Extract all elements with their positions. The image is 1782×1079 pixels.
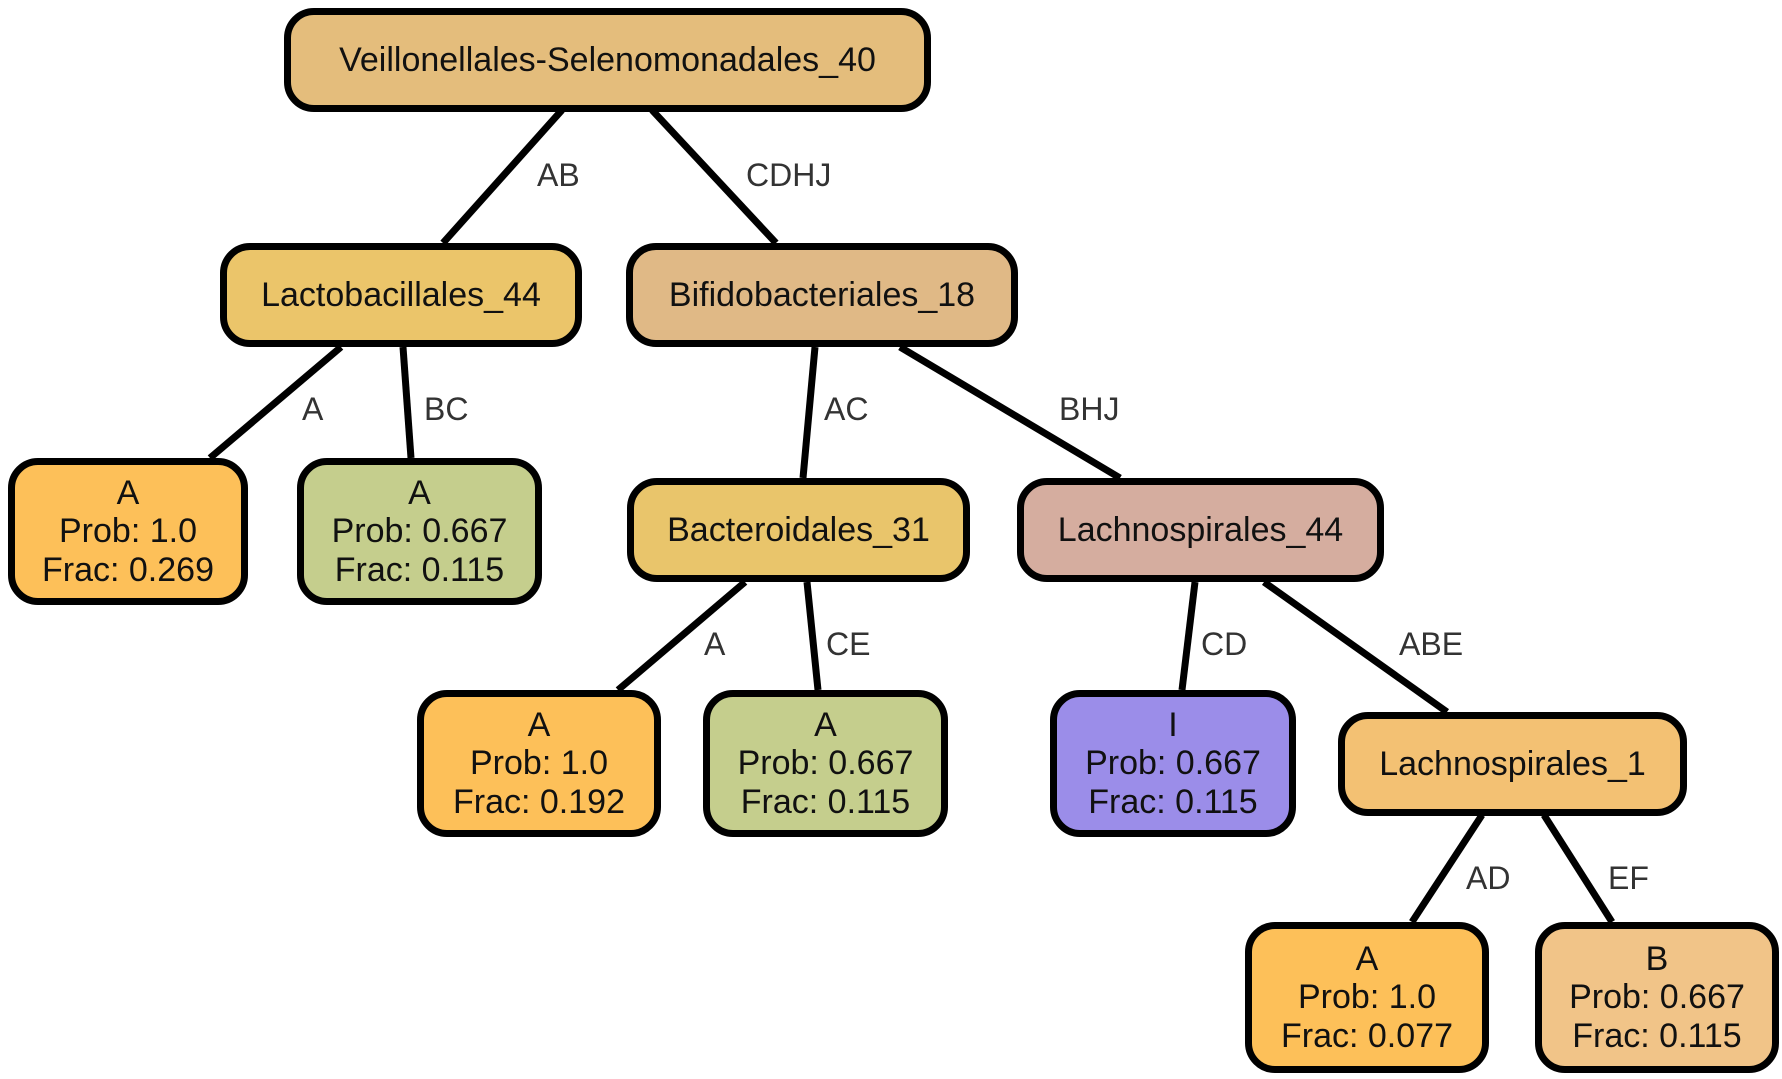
node-lachnospirales-44: Lachnospirales_44: [1017, 478, 1384, 582]
edge-label-cdhj: CDHJ: [746, 157, 832, 193]
leaf-node-5-prob: Prob: 0.667: [1085, 744, 1261, 783]
edge-lacto-leaf2: [399, 346, 415, 459]
node-lactobacillales: Lactobacillales_44: [220, 243, 582, 347]
node-root-label: Veillonellales-Selenomonadales_40: [339, 40, 876, 79]
leaf-node-7: B Prob: 0.667 Frac: 0.115: [1535, 922, 1779, 1073]
leaf-node-2-prob: Prob: 0.667: [331, 512, 508, 551]
leaf-node-6: A Prob: 1.0 Frac: 0.077: [1245, 922, 1489, 1073]
leaf-node-7-prob: Prob: 0.667: [1569, 978, 1745, 1017]
leaf-node-4-class: A: [814, 706, 837, 745]
edge-label-ad: AD: [1466, 860, 1511, 896]
leaf-node-3: A Prob: 1.0 Frac: 0.192: [417, 690, 661, 837]
node-lachnospirales-1: Lachnospirales_1: [1338, 712, 1687, 816]
edge-label-ce: CE: [826, 626, 871, 662]
edge-lachno1-leaf7: [1541, 813, 1615, 924]
edge-label-abe: ABE: [1399, 626, 1464, 662]
leaf-node-6-prob: Prob: 1.0: [1298, 978, 1436, 1017]
node-bifidobacteriales-label: Bifidobacteriales_18: [668, 275, 976, 314]
leaf-node-1-prob: Prob: 1.0: [59, 512, 197, 551]
leaf-node-5-frac: Frac: 0.115: [1088, 782, 1258, 821]
edge-root-lacto: [440, 107, 565, 246]
node-bacteroidales: Bacteroidales_31: [627, 478, 970, 582]
edge-label-a-lacto: A: [302, 391, 324, 427]
edge-bifido-bactero: [799, 346, 819, 479]
leaf-node-4: A Prob: 0.667 Frac: 0.115: [703, 690, 948, 837]
leaf-node-2-class: A: [408, 474, 431, 513]
leaf-node-1-class: A: [116, 474, 140, 513]
edge-bifido-lachno44: [898, 343, 1122, 482]
edge-label-ef: EF: [1608, 860, 1649, 896]
edge-label-bc: BC: [424, 391, 469, 427]
edge-lacto-leaf1: [207, 344, 344, 461]
edge-lachno44-lachno1: [1261, 579, 1450, 715]
leaf-node-3-frac: Frac: 0.192: [453, 782, 625, 821]
edge-lachno44-leaf5: [1178, 581, 1199, 691]
leaf-node-6-class: A: [1355, 940, 1379, 979]
leaf-node-2-frac: Frac: 0.115: [334, 550, 505, 589]
leaf-node-2: A Prob: 0.667 Frac: 0.115: [297, 458, 542, 605]
edge-lachno1-leaf6: [1409, 813, 1485, 924]
edge-label-bhj: BHJ: [1059, 391, 1120, 427]
leaf-node-3-prob: Prob: 1.0: [470, 744, 608, 783]
leaf-node-1-frac: Frac: 0.269: [42, 550, 214, 589]
edge-label-a-bactero: A: [704, 626, 726, 662]
leaf-node-4-frac: Frac: 0.115: [740, 782, 911, 821]
leaf-node-7-frac: Frac: 0.115: [1572, 1016, 1742, 1055]
leaf-node-5-class: I: [1168, 706, 1178, 745]
edge-root-bifido: [649, 107, 779, 246]
edge-bactero-leaf3: [615, 579, 748, 693]
node-bacteroidales-label: Bacteroidales_31: [667, 510, 930, 549]
edge-label-ab: AB: [537, 157, 580, 193]
leaf-node-6-frac: Frac: 0.077: [1281, 1016, 1453, 1055]
leaf-node-1: A Prob: 1.0 Frac: 0.269: [8, 458, 248, 605]
node-lachnospirales-44-label: Lachnospirales_44: [1057, 510, 1344, 549]
leaf-node-5: I Prob: 0.667 Frac: 0.115: [1050, 690, 1296, 837]
node-lactobacillales-label: Lactobacillales_44: [261, 275, 541, 314]
edge-bactero-leaf4: [803, 581, 822, 691]
node-bifidobacteriales: Bifidobacteriales_18: [626, 243, 1018, 347]
leaf-node-7-class: B: [1645, 940, 1669, 979]
leaf-node-3-class: A: [527, 706, 551, 745]
node-root: Veillonellales-Selenomonadales_40: [284, 8, 931, 112]
node-lachnospirales-1-label: Lachnospirales_1: [1379, 744, 1646, 783]
leaf-node-4-prob: Prob: 0.667: [737, 744, 914, 783]
edge-label-cd: CD: [1201, 626, 1248, 662]
edge-label-ac: AC: [824, 391, 869, 427]
